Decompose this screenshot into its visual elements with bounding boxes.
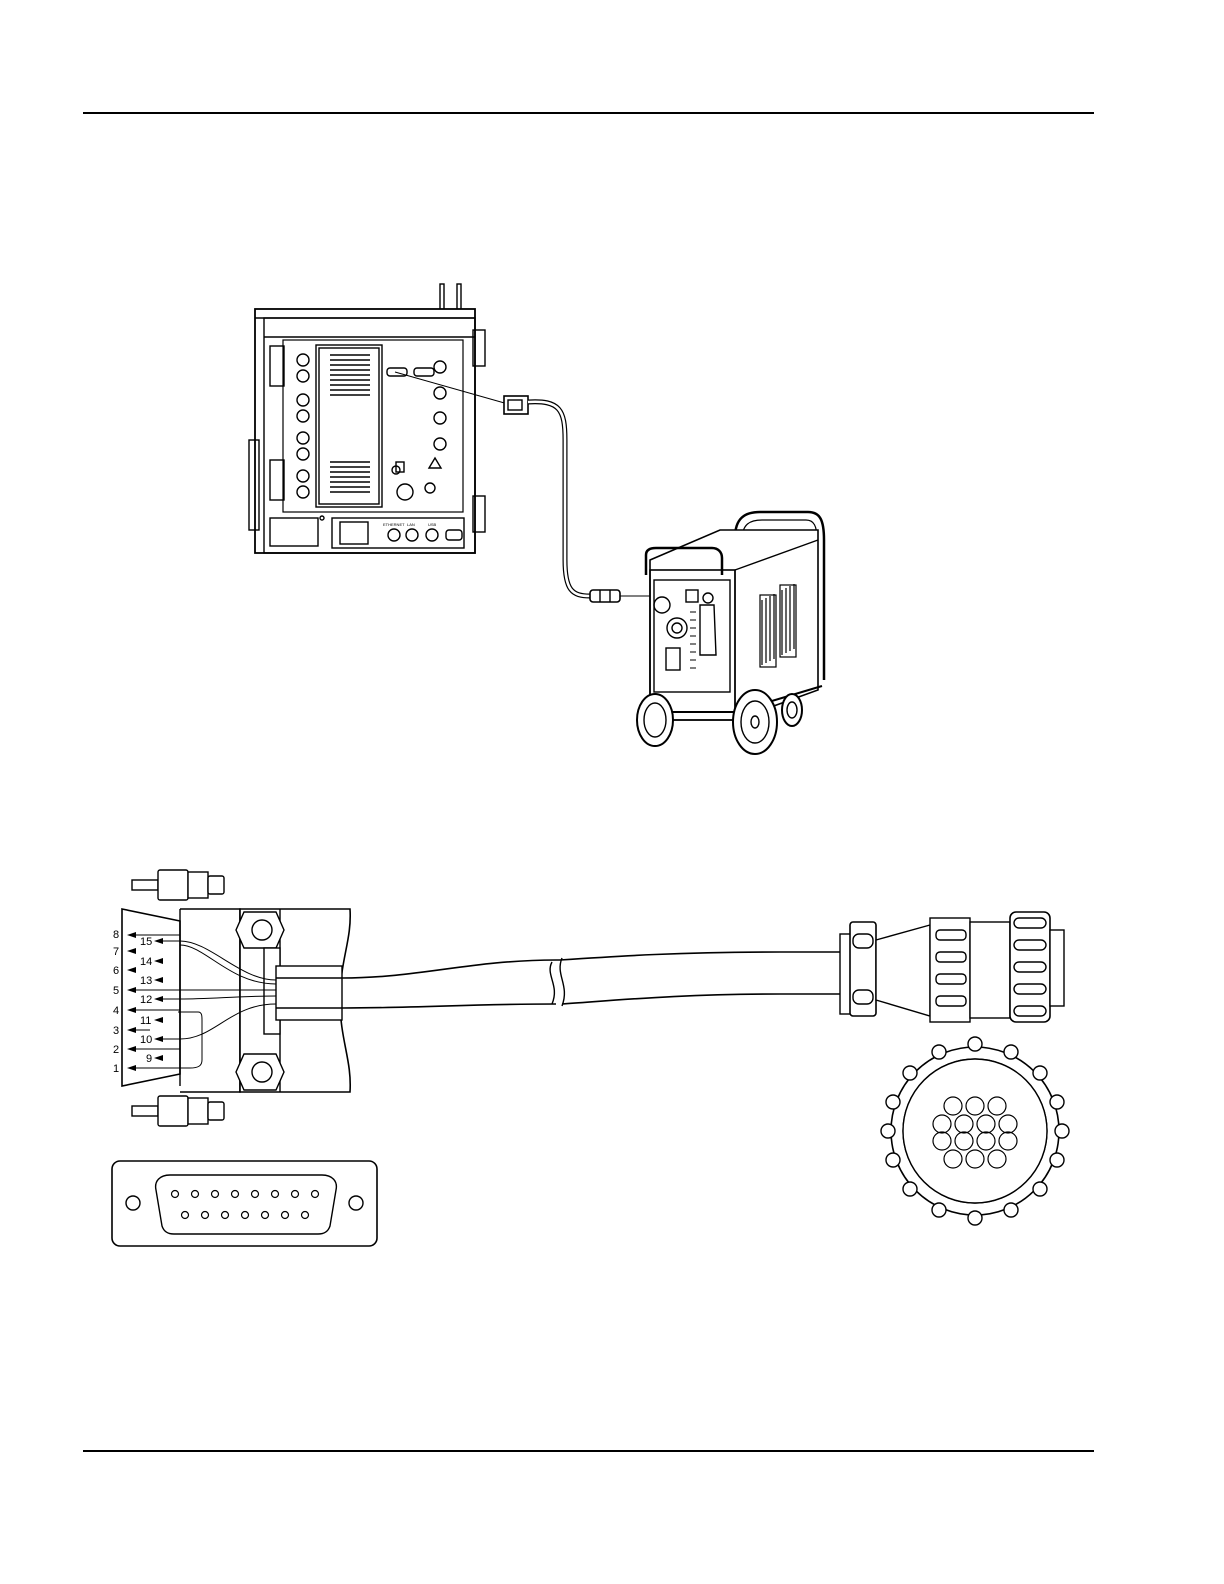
pin-label: 8	[113, 929, 119, 941]
pin-label: 5	[113, 985, 119, 997]
pin-label: 11	[140, 1015, 151, 1027]
pin-label: 15	[140, 936, 152, 948]
pin-label: 10	[140, 1034, 152, 1046]
pin-label: 2	[113, 1044, 119, 1056]
circular-connector-face	[881, 1037, 1069, 1225]
lan-port-label: LAN	[407, 522, 415, 527]
circular-connector-side	[840, 912, 1064, 1022]
controller-unit	[249, 284, 485, 553]
db15-connector-face	[112, 1161, 377, 1246]
usb-port-label: USB	[428, 522, 437, 527]
pin-label: 12	[140, 994, 152, 1006]
plasma-cutter-unit	[637, 512, 824, 754]
pin-label: 14	[140, 956, 152, 968]
pin-label: 4	[113, 1005, 119, 1017]
pin-label: 1	[113, 1063, 119, 1075]
db15-connector-side	[122, 870, 350, 1126]
lower-cable	[342, 952, 840, 1008]
pin-label: 13	[140, 975, 152, 987]
ethernet-port-label: ETHERNET	[383, 522, 405, 527]
pin-label: 9	[146, 1053, 152, 1065]
pin-label: 6	[113, 965, 119, 977]
pin-label: 3	[113, 1025, 119, 1037]
pin-label: 7	[113, 946, 119, 958]
